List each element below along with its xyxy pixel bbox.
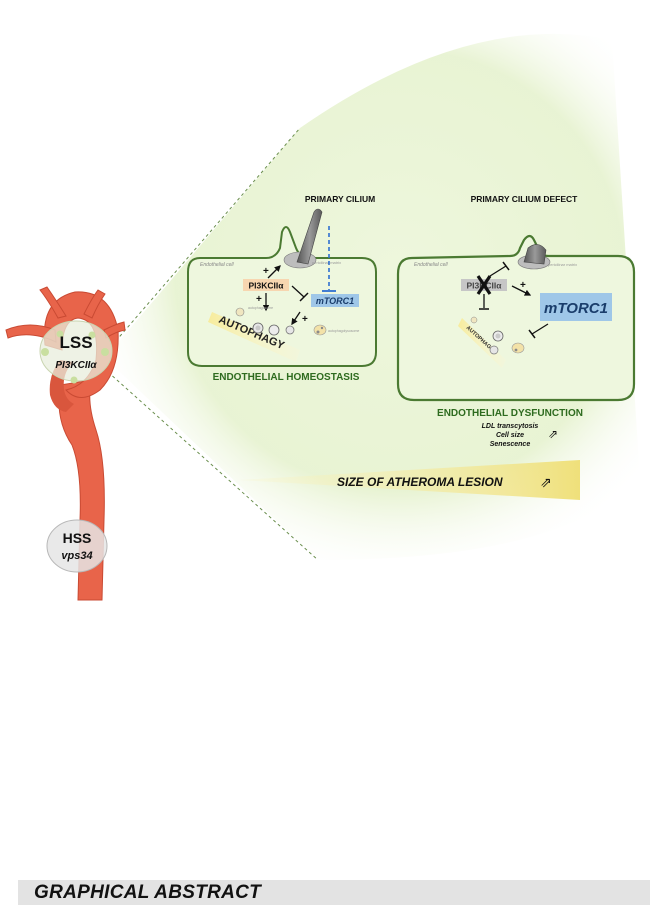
healthy-autophagosome-label: autophagosome bbox=[248, 306, 273, 310]
defect-cell-title: PRIMARY CILIUM DEFECT bbox=[471, 194, 579, 204]
defect-autophagosomes bbox=[470, 316, 525, 355]
defective-cilium bbox=[517, 244, 551, 270]
lss-dot bbox=[70, 376, 78, 384]
defect-plus: + bbox=[520, 280, 526, 291]
defect-matrix-label: pericilinar matrix bbox=[548, 262, 577, 267]
defect-mtorc1-inhibit bbox=[531, 323, 549, 335]
healthy-caption: ENDOTHELIAL HOMEOSTASIS bbox=[213, 372, 360, 383]
healthy-pi3k-box bbox=[243, 279, 289, 291]
defect-inhibit-bar-3 bbox=[528, 329, 536, 339]
lss-enzyme-label: PI3KCIIα bbox=[55, 360, 97, 371]
defect-effect-2: Cell size bbox=[496, 432, 524, 439]
defect-effect-3: Senescence bbox=[490, 441, 531, 448]
healthy-pi3k-label: PI3KCIIα bbox=[249, 281, 285, 291]
pi3k-inhibits-mtorc1 bbox=[291, 285, 305, 298]
healthy-mtorc1-label: mTORC1 bbox=[316, 296, 354, 306]
defect-pi3k-to-mtorc1 bbox=[511, 285, 532, 296]
defect-effect-1: LDL transcytosis bbox=[482, 423, 539, 430]
graphical-abstract-title: GRAPHICAL ABSTRACT bbox=[34, 882, 262, 903]
defect-autophagy-band bbox=[458, 318, 506, 368]
pi3k-inhibit-bar bbox=[299, 292, 309, 302]
defect-effects-increase-arrow: ⇗ bbox=[548, 427, 558, 441]
healthy-autophagosomes bbox=[235, 307, 327, 336]
healthy-matrix-label: pericilinar matrix bbox=[312, 260, 341, 265]
defect-inhibit-cilium bbox=[489, 265, 507, 277]
defect-mtorc1-box bbox=[540, 293, 612, 321]
hss-label: HSS bbox=[63, 530, 92, 546]
defect-cell-label: Endothelial cell bbox=[414, 262, 449, 268]
lss-dot bbox=[56, 330, 64, 338]
healthy-mtorc1-box bbox=[311, 294, 359, 307]
defect-pi3k-x-mark bbox=[476, 275, 492, 295]
atheroma-wedge bbox=[238, 460, 580, 500]
lss-label: LSS bbox=[59, 333, 92, 352]
healthy-cell-title: PRIMARY CILIUM bbox=[305, 194, 375, 204]
healthy-autolysosome-label: autophagolysosome bbox=[328, 329, 359, 333]
zoom-line-top bbox=[107, 127, 301, 351]
lss-dot bbox=[101, 348, 109, 356]
healthy-autophagy-band bbox=[208, 312, 300, 362]
atheroma-label: SIZE OF ATHEROMA LESION bbox=[337, 475, 503, 489]
plus-top: + bbox=[263, 266, 269, 277]
mtorc1-arrow bbox=[291, 311, 301, 326]
atheroma-increase-arrow: ⇗ bbox=[540, 475, 552, 491]
zoom-line-bottom bbox=[107, 371, 319, 561]
hss-region bbox=[46, 519, 108, 573]
healthy-cell-label: Endothelial cell bbox=[200, 262, 235, 268]
lss-dot bbox=[88, 331, 96, 339]
plus-right: + bbox=[302, 314, 308, 325]
plus-left: + bbox=[256, 294, 262, 305]
hss-enzyme-label: vps34 bbox=[61, 550, 92, 562]
footer-bar bbox=[18, 880, 650, 905]
defect-inhibit-bar-1 bbox=[502, 261, 510, 271]
lss-dot bbox=[41, 348, 49, 356]
defect-caption: ENDOTHELIAL DYSFUNCTION bbox=[437, 408, 583, 419]
primary-cilium bbox=[283, 208, 323, 269]
defect-cell-membrane bbox=[396, 234, 636, 402]
pi3k-to-cilium-arrow bbox=[267, 265, 281, 279]
defect-mtorc1-label: mTORC1 bbox=[544, 300, 608, 317]
